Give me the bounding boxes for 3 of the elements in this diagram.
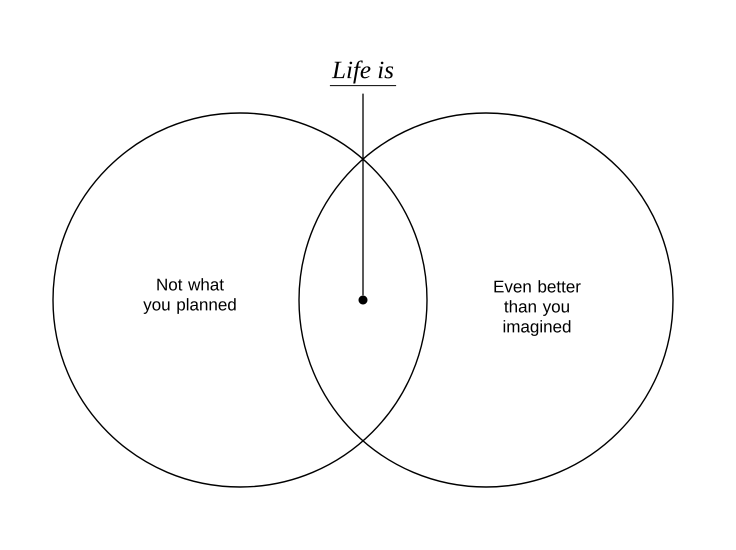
title-label: Life is [329, 60, 397, 86]
leader-line [362, 94, 364, 296]
dot [358, 296, 368, 304]
